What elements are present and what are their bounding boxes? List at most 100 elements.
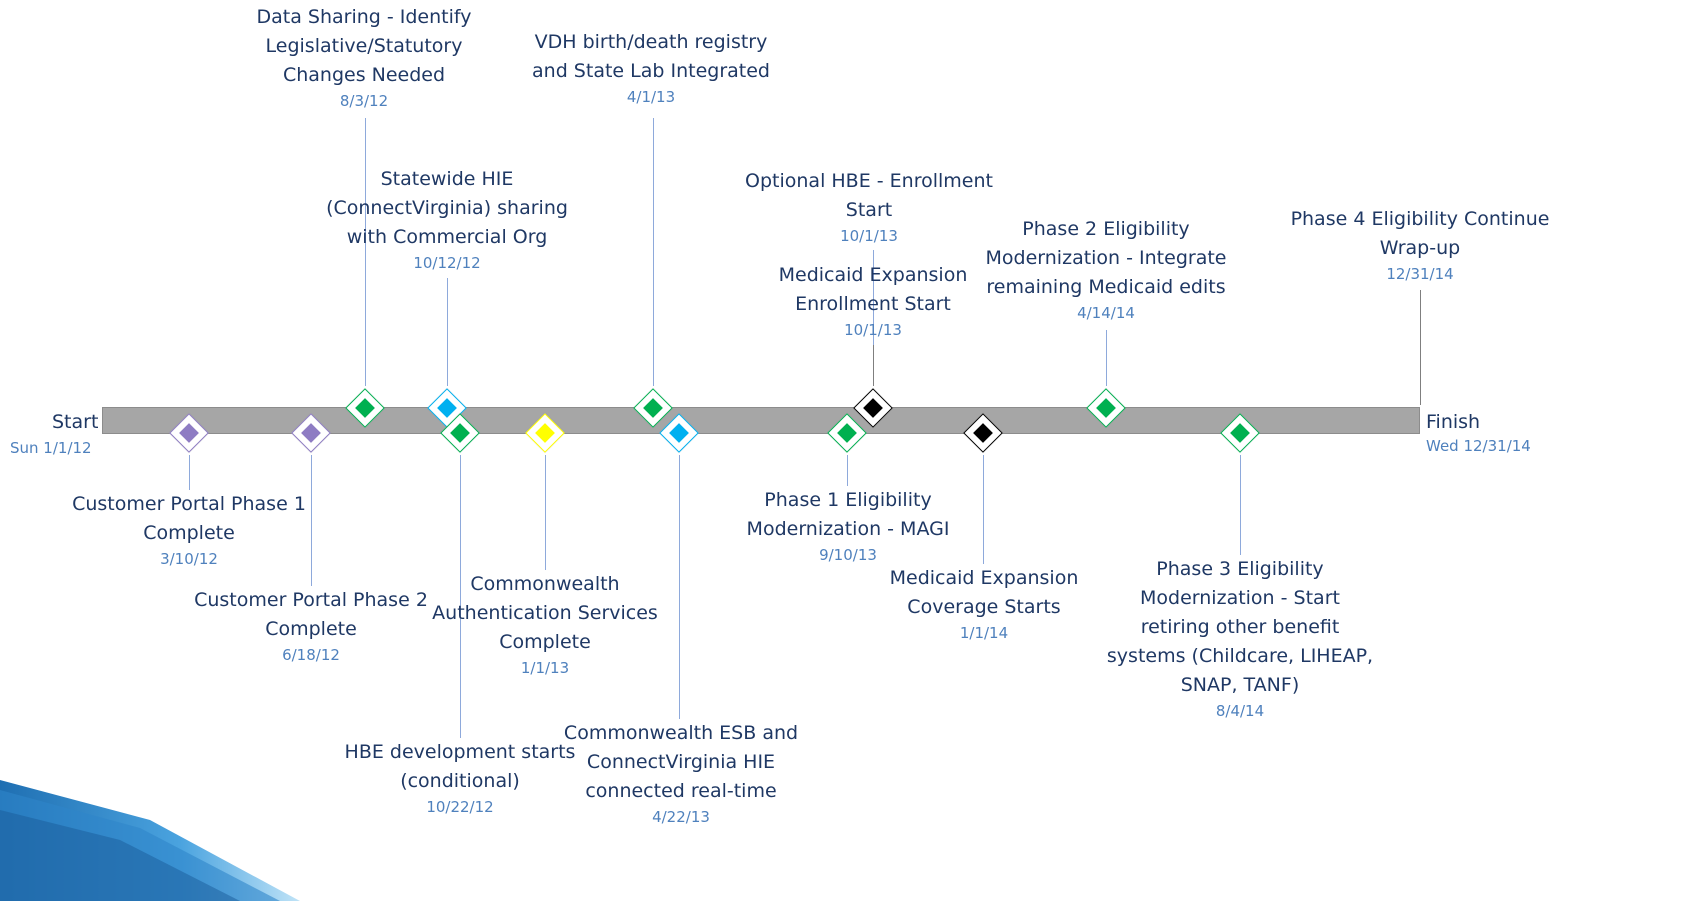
milestone-name-line: Complete — [265, 618, 357, 640]
milestone-name-line: remaining Medicaid edits — [986, 276, 1226, 298]
milestone-label: HBE development starts (conditional) 10/22… — [345, 738, 576, 818]
milestone-connector — [983, 455, 984, 564]
timeline-start-date-wrap: Sun 1/1/12 — [10, 436, 92, 460]
milestone-name-line: Complete — [499, 631, 591, 653]
milestone-name-line: Start — [845, 199, 893, 221]
milestone-name-line: Customer Portal Phase 1 — [72, 493, 306, 515]
milestone-connector — [1420, 290, 1421, 405]
milestone-diamond-fill — [450, 423, 470, 443]
milestone-connector — [679, 455, 680, 719]
start-label: Start — [52, 411, 99, 433]
milestone-name-line: Phase 3 Eligibility — [1156, 558, 1324, 580]
start-date: Sun 1/1/12 — [10, 439, 92, 457]
milestone-date: 8/3/12 — [339, 92, 389, 110]
milestone-connector — [189, 455, 190, 490]
milestone-date: 10/1/13 — [844, 321, 902, 339]
milestone-name-line: Modernization - Start — [1140, 587, 1340, 609]
milestone-date: 6/18/12 — [282, 646, 340, 664]
milestone-name-line: and State Lab Integrated — [532, 60, 770, 82]
milestone-diamond-fill — [301, 423, 321, 443]
milestone-name-line: ConnectVirginia HIE — [586, 751, 776, 773]
milestone-name-line: Coverage Starts — [907, 596, 1061, 618]
milestone-date: 8/4/14 — [1215, 702, 1265, 720]
milestone-name-line: Changes Needed — [282, 64, 446, 86]
milestone-connector — [311, 455, 312, 586]
milestone-name-line: Customer Portal Phase 2 — [194, 589, 428, 611]
milestone-connector — [873, 250, 874, 386]
finish-label: Finish — [1426, 411, 1481, 433]
milestone-diamond-fill — [179, 423, 199, 443]
milestone-name-line: Commonwealth — [470, 573, 620, 595]
milestone-name-line: Modernization - Integrate — [985, 247, 1227, 269]
milestone-connector — [1106, 330, 1107, 386]
milestone-date: 4/1/13 — [626, 88, 676, 106]
milestone-diamond-fill — [1096, 398, 1116, 418]
milestone-date: 10/1/13 — [840, 227, 898, 245]
milestone-name-line: Phase 1 Eligibility — [764, 489, 932, 511]
milestone-label: Customer Portal Phase 2 Complete 6/18/12 — [194, 586, 428, 666]
milestone-name-line: systems (Childcare, LIHEAP, — [1106, 645, 1374, 667]
milestone-diamond-fill — [1230, 423, 1250, 443]
milestone-name-line: Wrap-up — [1379, 237, 1461, 259]
milestone-date: 3/10/12 — [160, 550, 218, 568]
milestone-diamond-fill — [669, 423, 689, 443]
milestone-name-line: with Commercial Org — [346, 226, 548, 248]
milestone-connector — [447, 278, 448, 386]
milestone-name-line: Commonwealth ESB and — [563, 722, 799, 744]
milestone-label: VDH birth/death registry and State Lab In… — [532, 28, 770, 108]
milestone-label: Customer Portal Phase 1 Complete 3/10/12 — [72, 490, 306, 570]
milestone-name-line: Optional HBE - Enrollment — [745, 170, 993, 192]
milestone-name-line: Authentication Services — [432, 602, 658, 624]
milestone-diamond-fill — [643, 398, 663, 418]
milestone-connector — [1240, 455, 1241, 555]
timeline-finish: Finish Wed 12/31/14 — [1426, 410, 1531, 458]
milestone-connector — [365, 118, 366, 386]
milestone-date: 1/1/14 — [959, 624, 1009, 642]
milestone-name-line: Phase 4 Eligibility Continue — [1290, 208, 1550, 230]
milestone-name-line: Complete — [143, 522, 235, 544]
milestone-diamond-fill — [837, 423, 857, 443]
milestone-connector — [847, 455, 848, 486]
milestone-date: 12/31/14 — [1386, 265, 1454, 283]
milestone-name-line: Enrollment Start — [795, 293, 951, 315]
milestone-connector — [545, 455, 546, 570]
milestone-date: 4/14/14 — [1077, 304, 1135, 322]
milestone-diamond-fill — [973, 423, 993, 443]
milestone-name-line: Modernization - MAGI — [746, 518, 950, 540]
milestone-date: 1/1/13 — [520, 659, 570, 677]
milestone-name-line: Legislative/Statutory — [265, 35, 463, 57]
milestone-name-line: Data Sharing - Identify — [256, 6, 472, 28]
milestone-diamond-fill — [863, 398, 883, 418]
milestone-name-line: HBE development starts — [344, 741, 576, 763]
milestone-connector — [653, 118, 654, 386]
milestone-connector — [460, 455, 461, 738]
milestone-name-line: retiring other benefit — [1140, 616, 1340, 638]
finish-date: Wed 12/31/14 — [1426, 437, 1531, 455]
milestone-name-line: (conditional) — [400, 770, 520, 792]
milestone-date: 9/10/13 — [819, 546, 877, 564]
milestone-name-line: VDH birth/death registry — [534, 31, 768, 53]
milestone-diamond-fill — [535, 423, 555, 443]
milestone-name-line: connected real-time — [585, 780, 777, 802]
milestone-name-line: Medicaid Expansion — [889, 567, 1079, 589]
milestone-name-line: Medicaid Expansion — [778, 264, 968, 286]
milestone-date: 10/22/12 — [426, 798, 494, 816]
milestone-date: 4/22/13 — [652, 808, 710, 826]
milestone-diamond-fill — [437, 398, 457, 418]
milestone-name-line: Phase 2 Eligibility — [1022, 218, 1190, 240]
timeline-start: Start — [52, 410, 98, 434]
milestone-name-line: SNAP, TANF) — [1180, 674, 1300, 696]
